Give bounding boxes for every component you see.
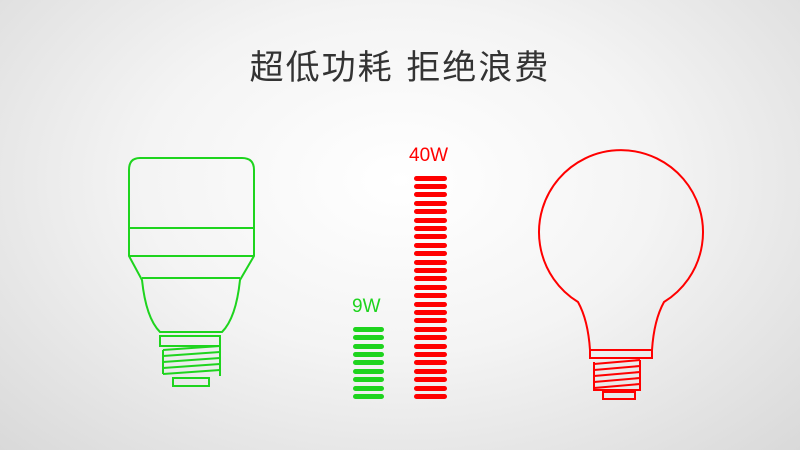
incandescent-wattage-bar [414,242,447,248]
led-wattage-bar [353,343,384,349]
incandescent-bulb-icon [538,149,704,400]
incandescent-wattage-bar [414,310,447,315]
incandescent-wattage-bar [414,284,447,290]
incandescent-wattage-bar [414,360,447,366]
incandescent-wattage-bar [414,234,447,240]
incandescent-wattage-bar [414,192,447,198]
incandescent-wattage-bar [414,385,447,391]
incandescent-wattage-bar [414,175,447,181]
led-wattage-bar [353,385,384,391]
incandescent-wattage-bar [414,184,447,189]
led-wattage-bar [353,377,384,383]
incandescent-wattage-bar [414,318,447,324]
incandescent-wattage-bar [414,226,447,231]
incandescent-wattage-bar [414,209,447,215]
incandescent-wattage-label: 40W [409,145,449,166]
incandescent-wattage-bar [414,259,447,265]
incandescent-wattage-bar [414,293,447,299]
led-wattage-label: 9W [352,296,381,317]
incandescent-wattage-bar [414,352,447,357]
led-bulb-icon [128,157,255,387]
incandescent-wattage-bar [414,335,447,341]
incandescent-wattage-bar [414,326,447,332]
incandescent-wattage-bar [414,394,447,399]
incandescent-wattage-bar [414,377,447,383]
led-wattage-bar [353,394,384,399]
led-wattage-bar [353,326,384,332]
page-title: 超低功耗 拒绝浪费 [249,48,551,88]
incandescent-wattage-bar [414,217,447,223]
incandescent-wattage-bar [414,368,447,374]
led-wattage-bar [353,368,384,374]
led-wattage-bar [353,335,384,341]
incandescent-wattage-bar [414,343,447,349]
incandescent-wattage-bar [414,301,447,307]
incandescent-wattage-bar [414,276,447,282]
incandescent-wattage-bar [414,251,447,257]
led-wattage-bar [353,352,384,357]
incandescent-wattage-bar [414,200,447,206]
led-wattage-bar [353,360,384,366]
incandescent-wattage-bar [414,268,447,273]
